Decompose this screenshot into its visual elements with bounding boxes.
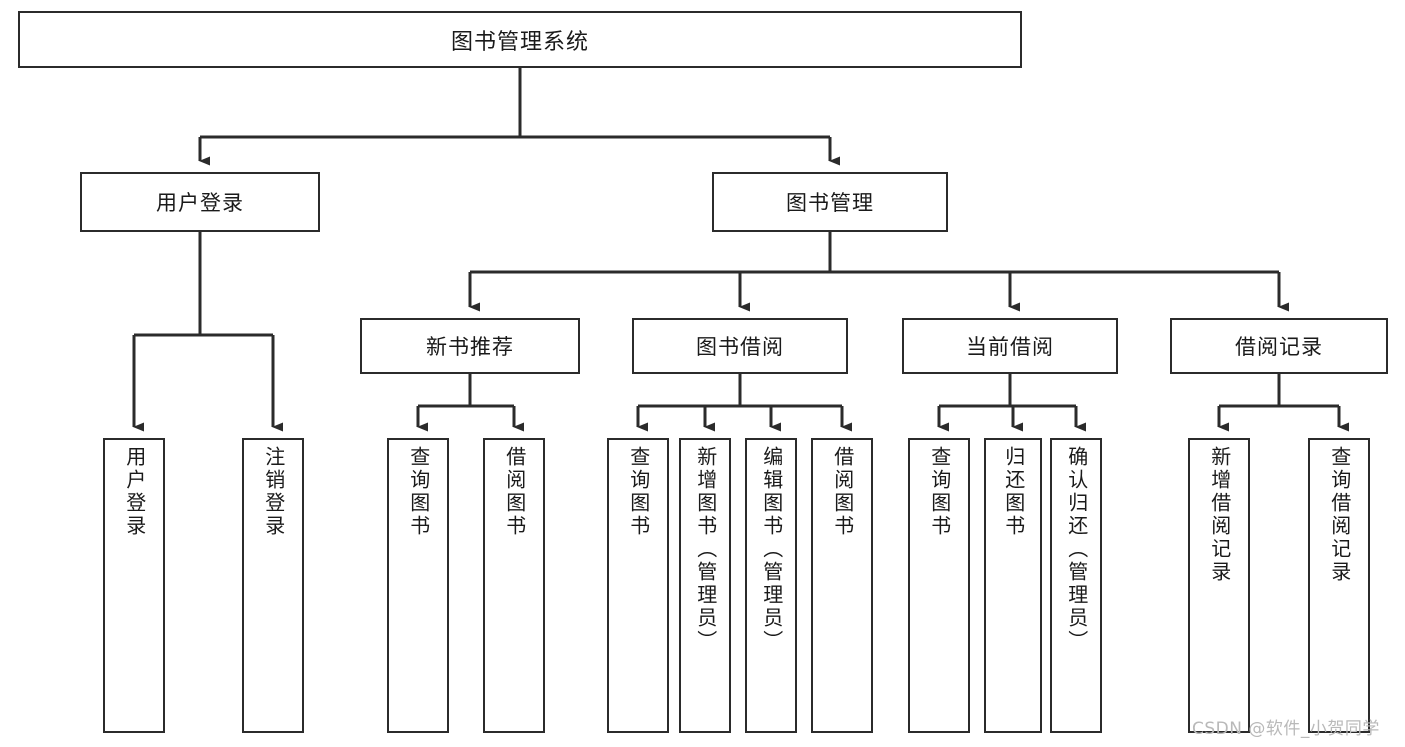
node-label: 借阅图书 [830,446,855,538]
node-label: 注销登录 [261,446,286,538]
node-leaf-edit-book[interactable]: 编辑图书（管理员） [745,438,797,733]
node-label: 确认归还（管理员） [1064,446,1089,653]
node-label: 用户登录 [122,446,147,538]
node-leaf-confirm-return[interactable]: 确认归还（管理员） [1050,438,1102,733]
node-leaf-query-book-1[interactable]: 查询图书 [387,438,449,733]
node-leaf-add-record[interactable]: 新增借阅记录 [1188,438,1250,733]
node-label: 借阅记录 [1235,335,1323,359]
node-label: 借阅图书 [502,446,527,538]
node-label: 新增图书（管理员） [693,446,718,653]
node-label: 编辑图书（管理员） [759,446,784,653]
node-leaf-return-book[interactable]: 归还图书 [984,438,1042,733]
node-current-borrow[interactable]: 当前借阅 [902,318,1118,374]
node-book-manage[interactable]: 图书管理 [712,172,948,232]
node-leaf-add-book[interactable]: 新增图书（管理员） [679,438,731,733]
node-label: 图书借阅 [696,335,784,359]
node-leaf-user-logout[interactable]: 注销登录 [242,438,304,733]
node-label: 查询图书 [927,446,952,538]
node-borrow-record[interactable]: 借阅记录 [1170,318,1388,374]
node-label: 查询图书 [626,446,651,538]
node-root[interactable]: 图书管理系统 [18,11,1022,68]
node-book-borrow[interactable]: 图书借阅 [632,318,848,374]
node-label: 查询图书 [406,446,431,538]
node-label: 新增借阅记录 [1207,446,1232,584]
node-leaf-borrow-book-2[interactable]: 借阅图书 [811,438,873,733]
node-label: 当前借阅 [966,335,1054,359]
node-leaf-query-book-2[interactable]: 查询图书 [607,438,669,733]
node-label: 图书管理 [786,191,874,215]
node-leaf-borrow-book-1[interactable]: 借阅图书 [483,438,545,733]
node-label: 图书管理系统 [450,29,589,55]
node-label: 归还图书 [1001,446,1026,538]
node-leaf-user-login[interactable]: 用户登录 [103,438,165,733]
node-user-login[interactable]: 用户登录 [80,172,320,232]
node-new-book-rec[interactable]: 新书推荐 [360,318,580,374]
node-label: 用户登录 [156,191,244,215]
node-label: 新书推荐 [426,335,514,359]
node-leaf-query-record[interactable]: 查询借阅记录 [1308,438,1370,733]
node-label: 查询借阅记录 [1327,446,1352,584]
node-leaf-query-book-3[interactable]: 查询图书 [908,438,970,733]
